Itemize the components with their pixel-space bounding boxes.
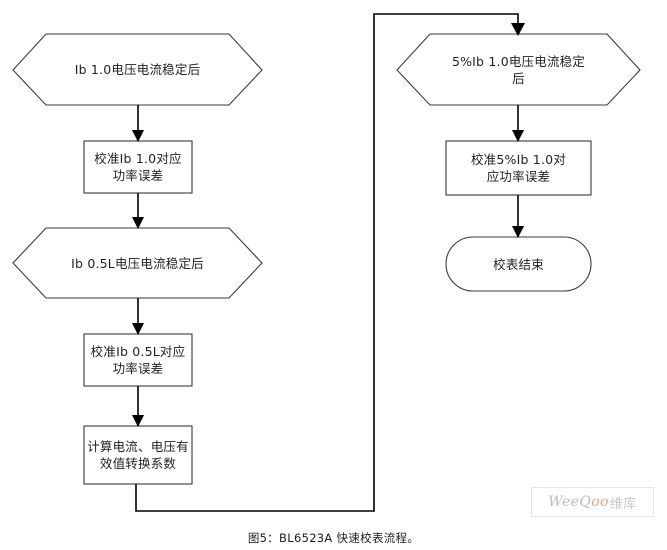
connector-compute-to-ib5-route: [135, 13, 519, 512]
arrow-head-icon: [512, 130, 524, 142]
node-calibration-end: [445, 236, 592, 292]
watermark-accent: oo: [591, 494, 609, 510]
arrow-head-icon: [132, 415, 144, 427]
watermark-prefix: WeeQ: [548, 494, 592, 510]
node-calibrate-ib-10: [83, 140, 193, 194]
node-ib-05l-stable: [12, 227, 263, 299]
node-compute-rms-coefficients: [83, 425, 193, 485]
figure-caption: 图5：BL6523A 快速校表流程。: [247, 531, 420, 545]
arrow-head-icon: [132, 130, 144, 142]
node-calibrate-ib-05l: [83, 333, 193, 387]
node-ib5-10-stable: [396, 33, 641, 106]
watermark-suffix: 维库: [609, 496, 637, 512]
arrow-head-icon: [512, 226, 524, 238]
node-calibrate-5ib-10: [445, 140, 592, 196]
arrow-head-icon: [511, 23, 525, 36]
arrow-head-icon: [132, 217, 144, 229]
node-ib-10-stable: [12, 33, 263, 106]
arrow-head-icon: [132, 323, 144, 335]
